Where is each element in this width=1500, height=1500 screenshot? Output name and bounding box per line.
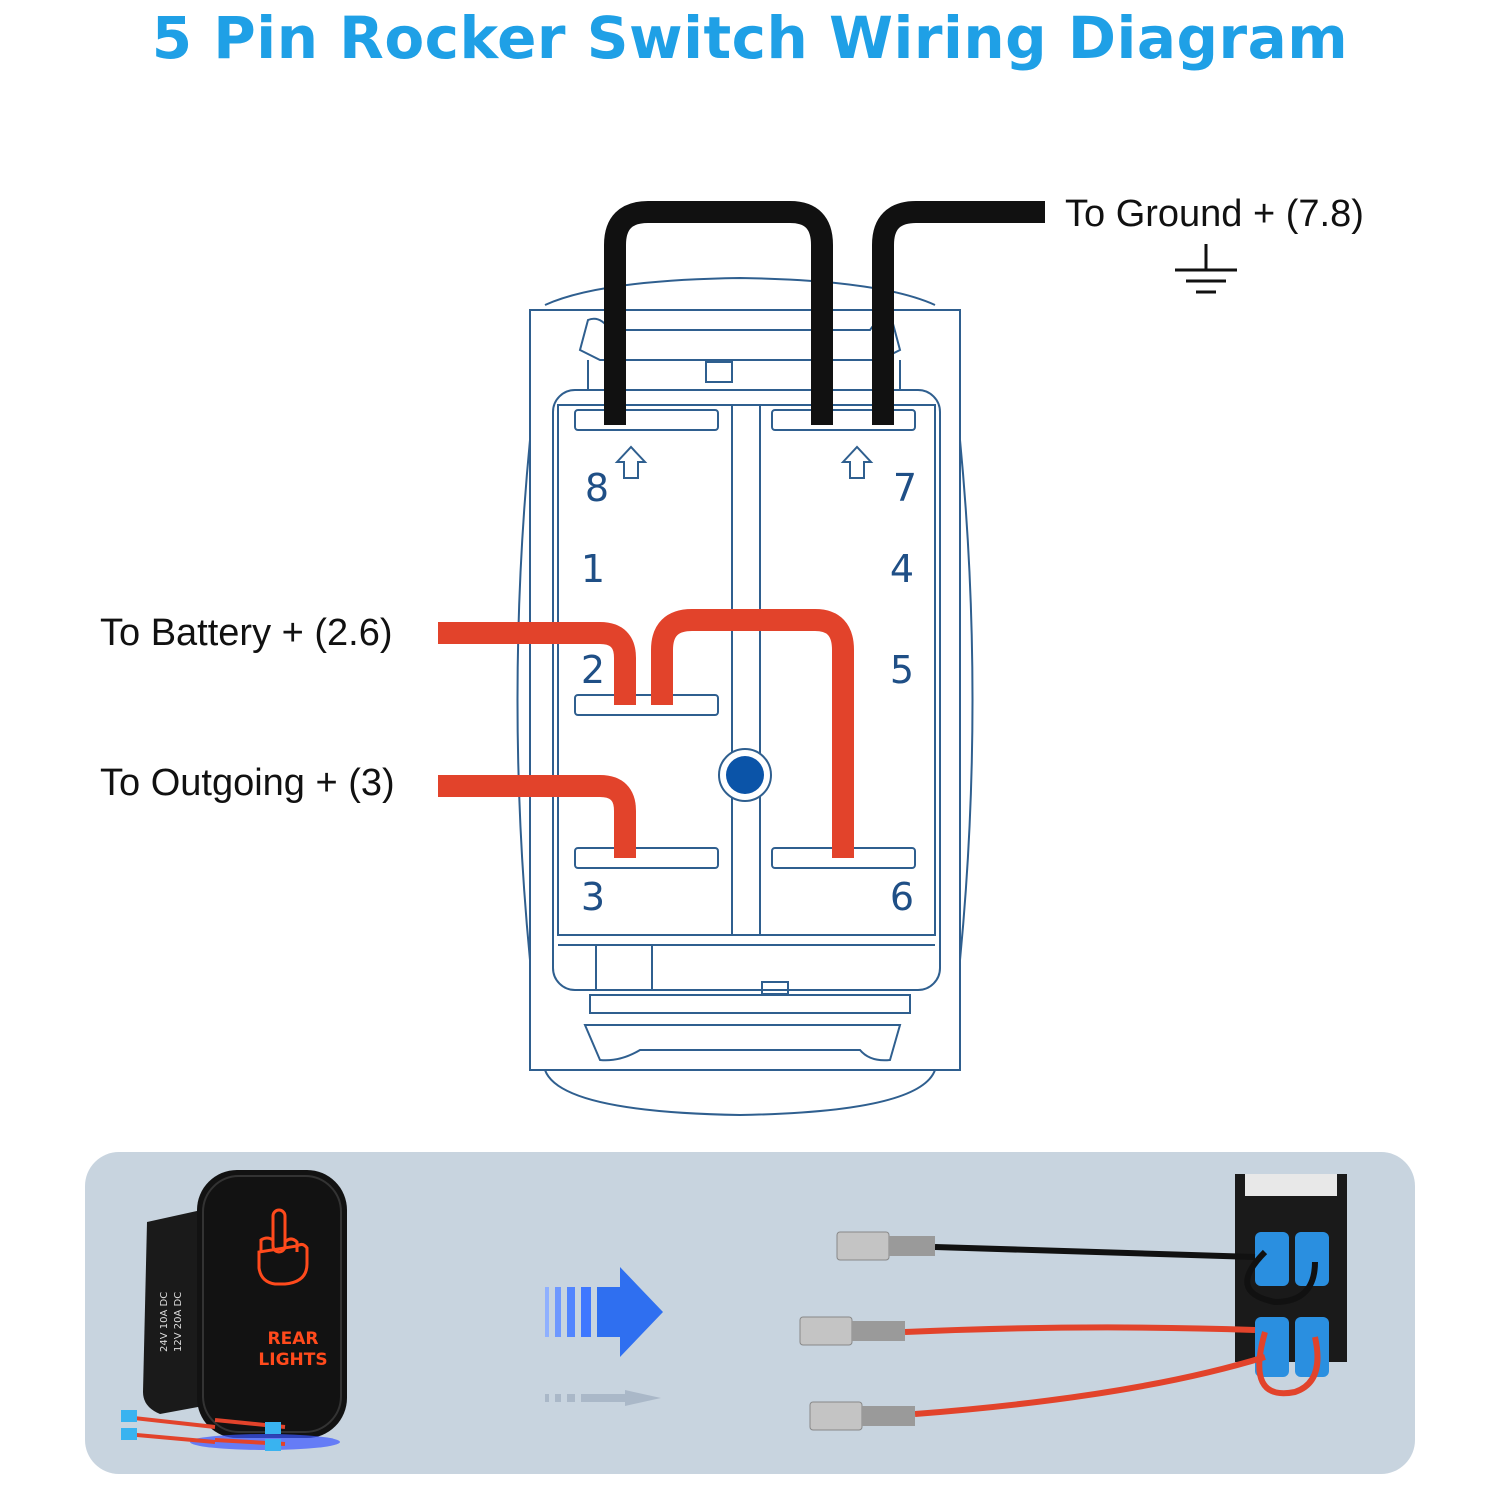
spade-black [836,1231,890,1261]
rocker-switch-photo: REAR LIGHTS 24V 10A DC 12V 20A DC [121,1170,347,1451]
red-wire-battery [438,622,636,705]
page-title: 5 Pin Rocker Switch Wiring Diagram [151,4,1349,72]
switch-face-line1: REAR [268,1329,319,1349]
bottom-plate [589,994,911,1014]
red-wire-jumper [651,609,854,858]
inner-panel [557,404,936,936]
connector-d [1295,1317,1329,1377]
connector-blue-3 [265,1422,281,1434]
left-bulge [516,439,531,961]
top-rocker [578,317,902,361]
outer-cap-bottom [544,1069,936,1117]
black-wire-ground [872,201,1045,425]
connector-blue-2 [121,1428,137,1440]
hand-icon [257,1208,309,1286]
bottom-rocker [583,1024,902,1062]
pin-4-label: 4 [889,547,915,591]
red-wire-2 [914,1354,1266,1417]
crimp-red-2 [862,1406,915,1426]
top-notch [705,361,733,383]
connector-blue-4 [265,1439,281,1451]
connector-a [1255,1232,1289,1286]
power-wires [438,609,854,858]
pin-8-label: 8 [584,466,610,510]
terminal-7 [771,409,916,431]
wired-switch-photo [799,1174,1347,1431]
spade-red-2 [809,1401,863,1431]
product-panel: REAR LIGHTS 24V 10A DC 12V 20A DC [85,1152,1415,1474]
indicator-led-core [726,756,764,794]
crimp-black [889,1236,935,1256]
outgoing-label: To Outgoing + (3) [100,762,395,804]
red-wire-outgoing [438,775,636,858]
loop-wire [1244,1249,1318,1306]
up-arrow-icon [614,445,648,479]
ground-label: To Ground + (7.8) [1065,193,1364,235]
outer-housing [529,309,961,1071]
bottom-notch [761,981,789,995]
pin-3-label: 3 [580,875,606,919]
switch-rating-b: 12V 20A DC [173,1292,184,1352]
black-wire [934,1244,1256,1260]
crimp-red-1 [852,1321,905,1341]
ground-wires [604,201,1045,425]
inner-body [552,389,941,991]
pin-2-label: 2 [580,648,606,692]
connector-b [1295,1232,1329,1286]
pin-7-label: 7 [892,466,918,510]
bottom-block [595,944,653,991]
terminal-2 [574,694,719,716]
red-loop-wire [1256,1331,1321,1397]
pin-5-label: 5 [889,648,915,692]
switch-outline [516,276,974,1117]
red-wire-1 [904,1324,1256,1335]
terminal-3 [574,847,719,869]
wired-switch-top [1245,1174,1337,1196]
switch-rating-a: 24V 10A DC [159,1292,170,1352]
connector-blue-1 [121,1410,137,1422]
spade-red-1 [799,1316,853,1346]
ground-symbol-icon [1175,244,1237,294]
switch-face [197,1170,347,1438]
pin-1-label: 1 [580,547,606,591]
product-illustration: REAR LIGHTS 24V 10A DC 12V 20A DC [121,1170,1347,1451]
black-wire-loop [604,201,833,425]
right-bulge [959,439,974,961]
pin-6-label: 6 [889,875,915,919]
right-arrow-icon [545,1267,663,1406]
switch-face-line2: LIGHTS [258,1350,327,1370]
terminal-8 [574,409,719,431]
up-arrow-icon [840,445,874,479]
battery-label: To Battery + (2.6) [100,612,393,654]
